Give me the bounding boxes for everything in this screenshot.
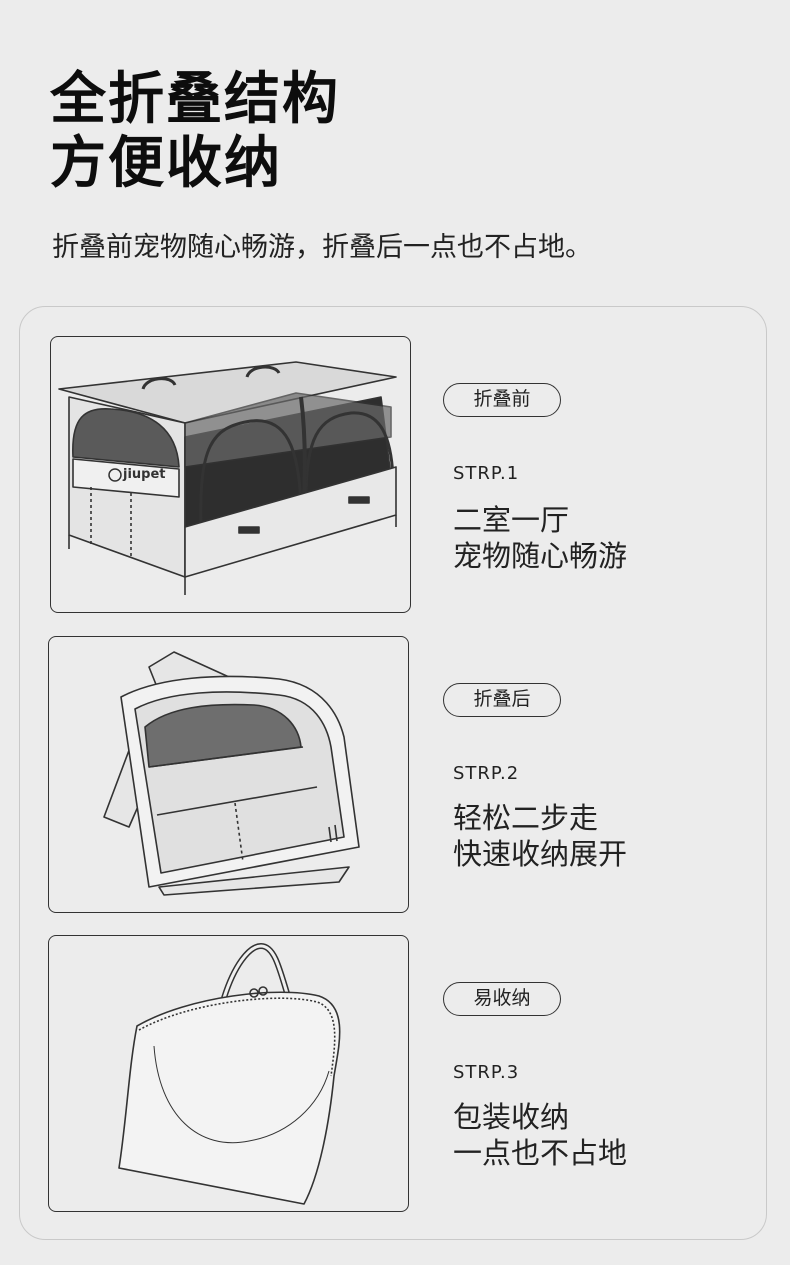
step-1-tag: 折叠前	[443, 383, 561, 417]
step-3-line-1: 包装收纳	[453, 1100, 570, 1134]
title-line-2: 方便收纳	[50, 131, 282, 196]
step-1-line-2: 宠物随心畅游	[453, 539, 628, 573]
step-2-label: STRP.2	[453, 763, 520, 784]
folded-pet-tent-illustration	[48, 636, 409, 913]
step-2-description: 轻松二步走 快速收纳展开	[453, 800, 627, 872]
step-3-tag: 易收纳	[443, 982, 561, 1016]
step-1-line-1: 二室一厅	[453, 503, 570, 537]
brand-logo: jiupet	[123, 467, 166, 482]
unfolded-pet-tent-illustration: jiupet	[50, 336, 411, 613]
page-subtitle: 折叠前宠物随心畅游，折叠后一点也不占地。	[52, 232, 592, 263]
step-3-description: 包装收纳 一点也不占地	[453, 1099, 627, 1171]
title-line-1: 全折叠结构	[50, 67, 340, 132]
step-1-description: 二室一厅 宠物随心畅游	[453, 502, 627, 574]
step-2-line-1: 轻松二步走	[453, 801, 599, 835]
storage-bag-illustration	[48, 935, 409, 1212]
step-2-line-2: 快速收纳展开	[453, 837, 628, 871]
step-3-label: STRP.3	[453, 1062, 520, 1083]
step-3-line-2: 一点也不占地	[453, 1136, 628, 1170]
step-1-label: STRP.1	[453, 463, 520, 484]
step-2-tag: 折叠后	[443, 683, 561, 717]
page-title: 全折叠结构 方便收纳	[50, 68, 340, 196]
